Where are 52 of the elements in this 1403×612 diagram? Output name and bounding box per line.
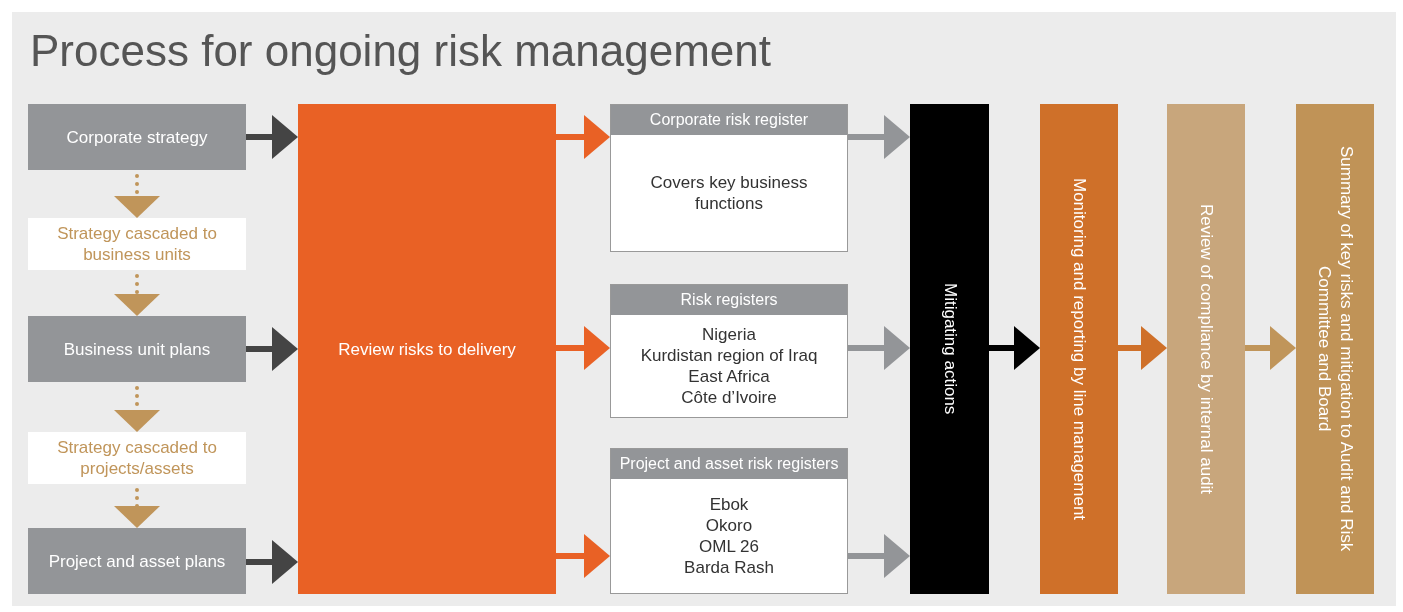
- register-entry: Barda Rash: [684, 557, 774, 578]
- register-entry: Ebok: [709, 494, 749, 515]
- node-label: Strategy cascaded to business units: [56, 223, 218, 265]
- process-bar: [1167, 104, 1245, 594]
- process-box: [28, 316, 246, 382]
- arrow: [848, 534, 910, 578]
- risk-register-box: [610, 284, 848, 418]
- arrow: [246, 327, 298, 371]
- process-bar: [910, 104, 989, 594]
- node-label: Mitigating actions: [939, 283, 961, 415]
- process-box: [28, 432, 246, 484]
- register-entry: East Africa: [688, 366, 770, 387]
- arrow: [246, 540, 298, 584]
- node-label: Monitoring and reporting by line management: [1069, 177, 1090, 521]
- node-label: Strategy cascaded to projects/assets: [56, 437, 218, 479]
- register-entry: Côte d’Ivoire: [681, 387, 777, 408]
- register-heading: Corporate risk register: [611, 105, 847, 135]
- arrow: [246, 115, 298, 159]
- dotted-arrow: [114, 386, 160, 432]
- node-label: Business unit plans: [62, 338, 212, 360]
- arrow: [848, 326, 910, 370]
- register-heading: Project and asset risk registers: [611, 449, 847, 479]
- dotted-arrow: [114, 488, 160, 528]
- arrow: [848, 115, 910, 159]
- dotted-arrow: [114, 174, 160, 218]
- process-bar: [1296, 104, 1374, 594]
- register-entry: Kurdistan region of Iraq: [640, 345, 818, 366]
- diagram-title: Process for ongoing risk management: [30, 26, 772, 76]
- arrow: [556, 115, 610, 159]
- register-entry: Okoro: [705, 515, 753, 536]
- node-label: Review risks to delivery: [337, 338, 517, 360]
- arrow: [556, 326, 610, 370]
- register-heading: Risk registers: [611, 285, 847, 315]
- arrow: [556, 534, 610, 578]
- arrow: [989, 326, 1040, 370]
- node-label: Review of compliance by internal audit: [1196, 203, 1217, 495]
- risk-register-box: [610, 448, 848, 594]
- node-label: Summary of key risks and mitigation to Audit and Risk Committee and Board: [1314, 145, 1357, 554]
- process-box: [28, 528, 246, 594]
- risk-register-box: [610, 104, 848, 252]
- process-bar: [1040, 104, 1118, 594]
- arrow: [1245, 326, 1296, 370]
- node-label: Corporate strategy: [65, 126, 209, 148]
- arrow: [1118, 326, 1167, 370]
- register-entry: OML 26: [699, 536, 759, 557]
- process-box: [28, 104, 246, 170]
- register-entry: Nigeria: [702, 324, 756, 345]
- process-box: [298, 104, 556, 594]
- dotted-arrow: [114, 274, 160, 316]
- process-box: [28, 218, 246, 270]
- node-label: Project and asset plans: [47, 550, 227, 572]
- register-entry: Covers key business functions: [649, 172, 809, 214]
